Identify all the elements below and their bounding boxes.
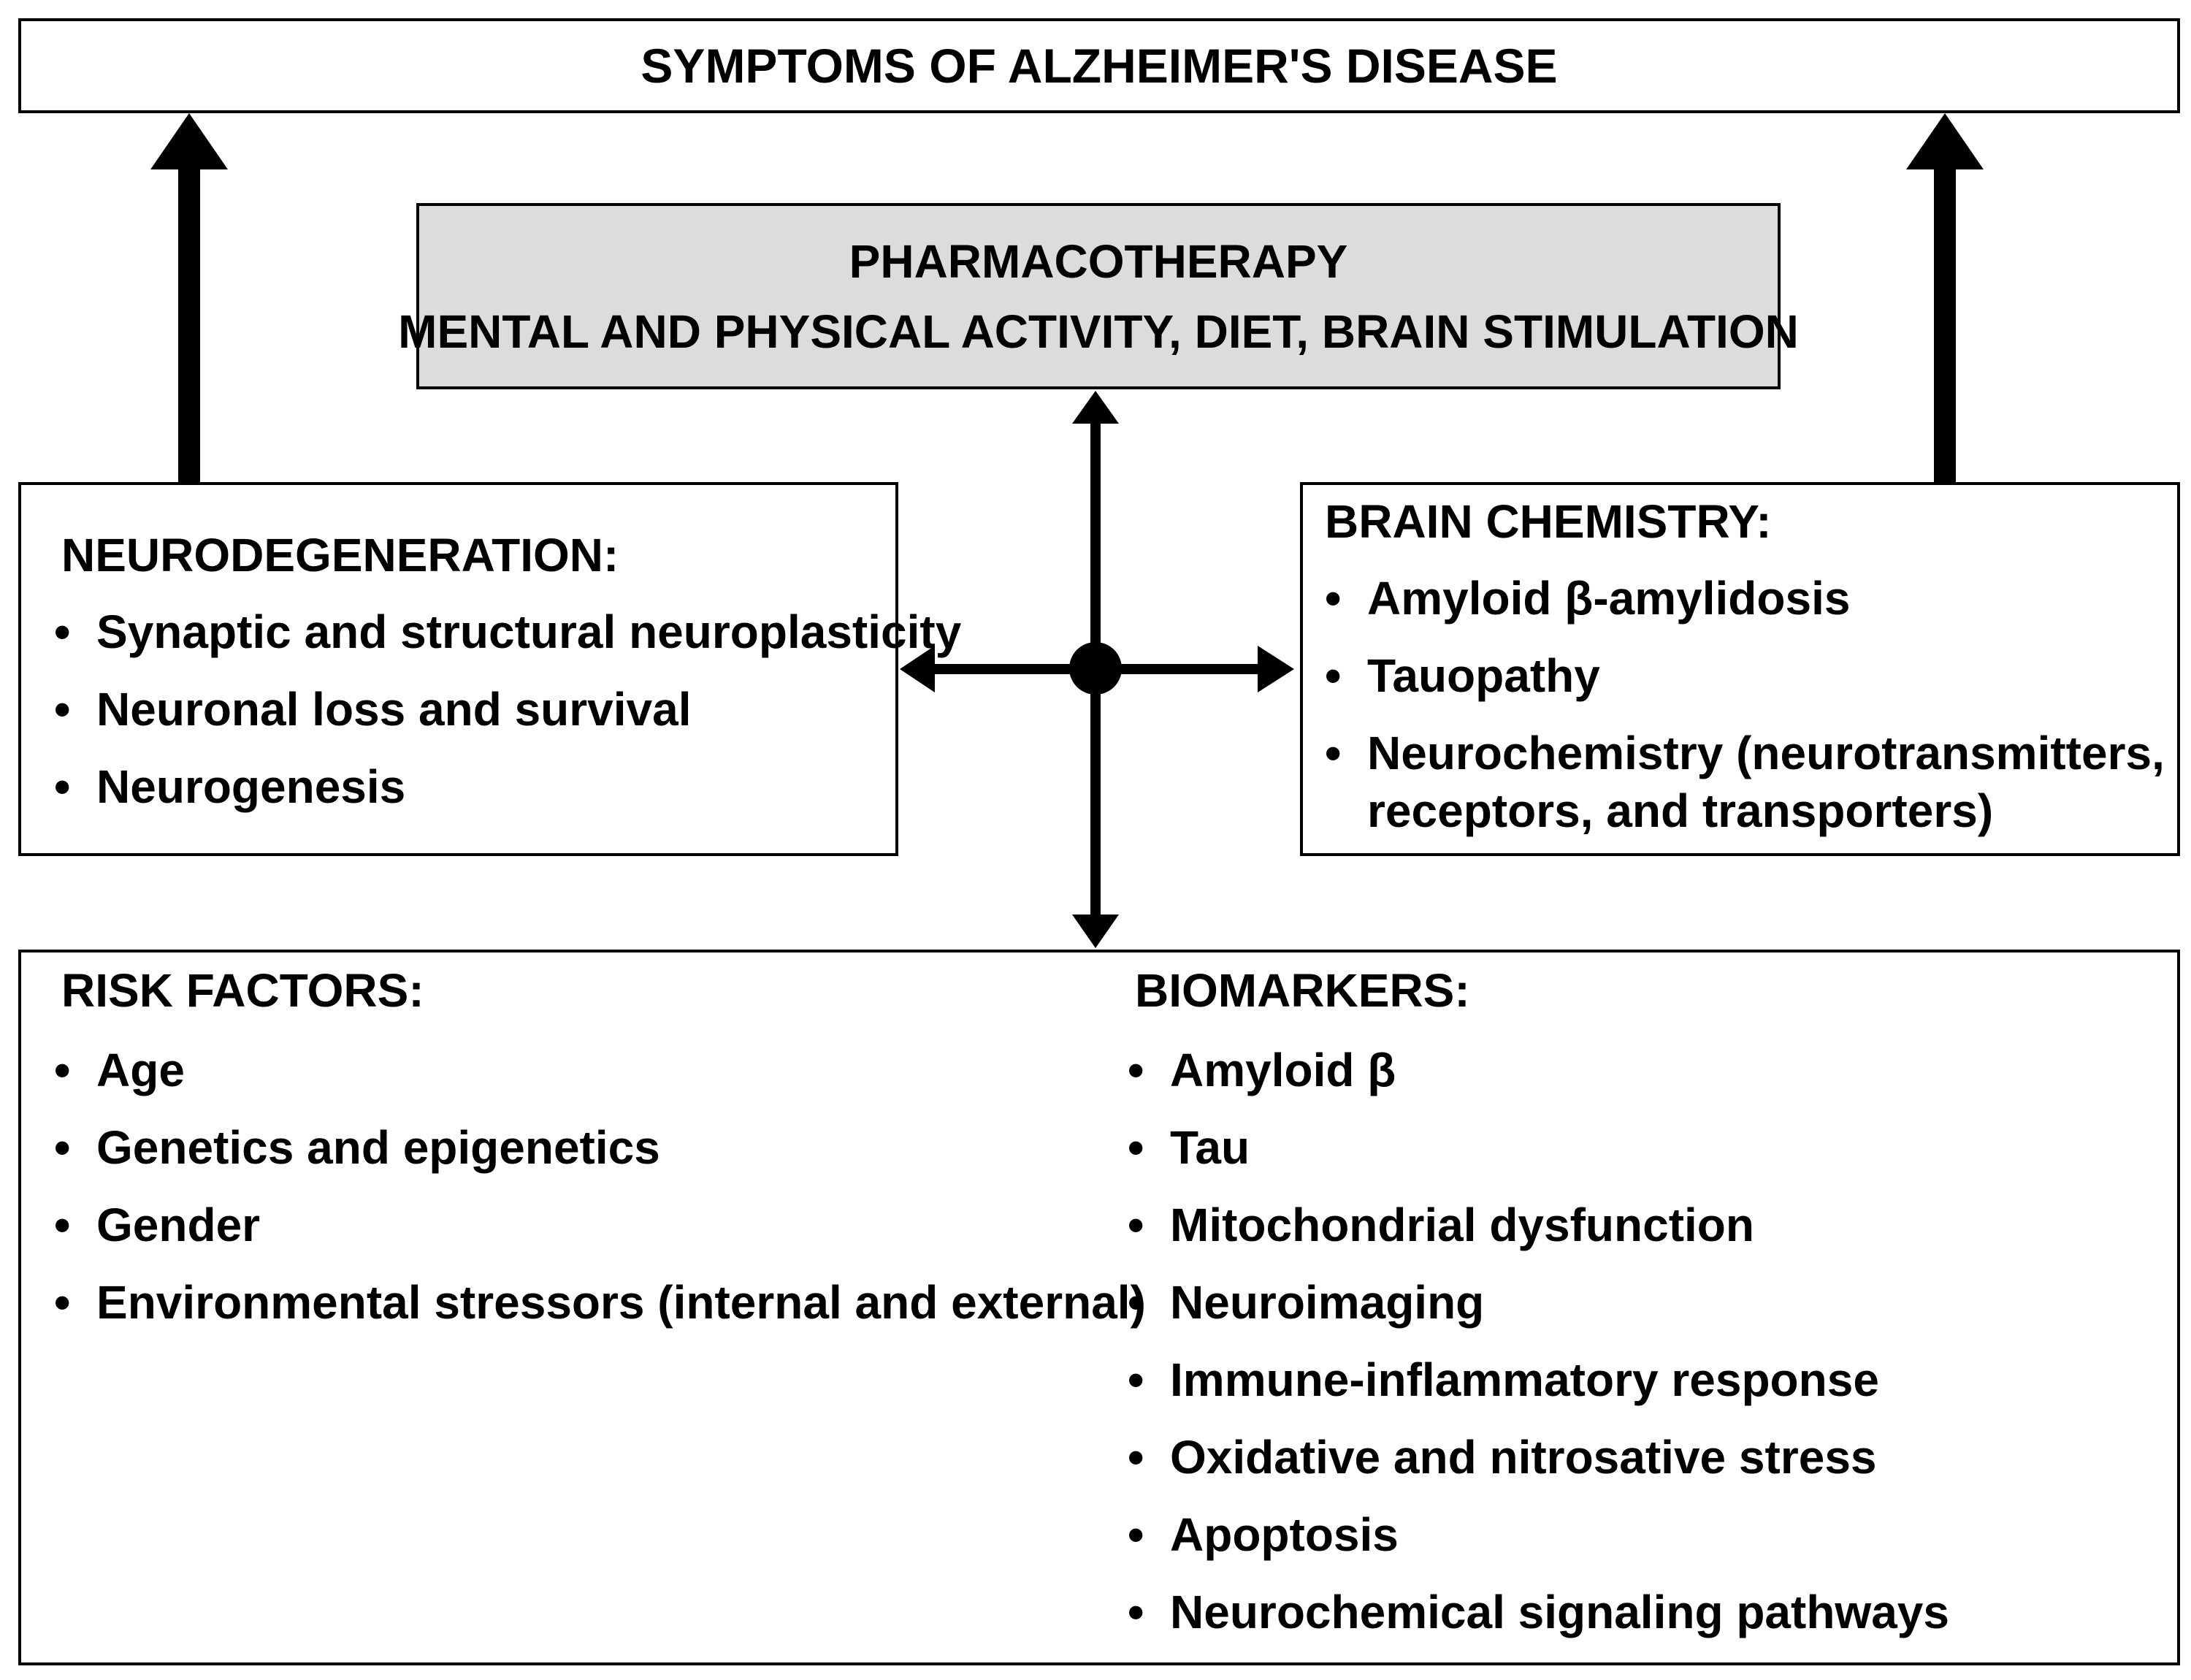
list-item: • Age <box>43 1031 1146 1109</box>
down-arrowhead-icon <box>1072 915 1119 948</box>
list-item-text: Tau <box>1170 1121 1250 1174</box>
list-item-text: Neuroimaging <box>1170 1276 1485 1329</box>
risk-factors-heading: RISK FACTORS: <box>61 964 424 1017</box>
list-item: • Amyloid β-amylidosis <box>1325 560 2177 637</box>
risk-factors-column: RISK FACTORS: • Age • Genetics and epigene… <box>43 961 1146 1341</box>
hub-node-icon <box>1069 642 1122 695</box>
bullet-icon: • <box>1325 649 1342 702</box>
up-arrowhead-icon <box>1072 391 1119 424</box>
biomarkers-heading: BIOMARKERS: <box>1135 964 1470 1017</box>
right-up-arrowhead-icon <box>1906 113 1984 169</box>
diagram-title: SYMPTOMS OF ALZHEIMER'S DISEASE <box>641 39 1558 93</box>
interventions-line-2: MENTAL AND PHYSICAL ACTIVITY, DIET, BRAI… <box>398 305 1799 358</box>
bullet-icon: • <box>54 683 71 736</box>
right-arrowhead-icon <box>1258 646 1294 692</box>
bullet-icon: • <box>1325 727 1342 779</box>
neurodegeneration-box: NEURODEGENERATION: • Synaptic and structu… <box>18 482 961 856</box>
list-item: • Mitochondrial dysfunction <box>1117 1186 1949 1264</box>
bullet-icon: • <box>1128 1044 1144 1096</box>
list-item-text: Apoptosis <box>1170 1508 1399 1561</box>
list-item: • Immune-inflammatory response <box>1117 1341 1949 1419</box>
list-item-text: Neuronal loss and survival <box>96 683 692 736</box>
risk-and-biomarkers-box: RISK FACTORS: • Age • Genetics and epigene… <box>18 950 2180 1665</box>
list-item: • Neuroimaging <box>1117 1264 1949 1341</box>
list-item: • Neurogenesis <box>43 748 895 825</box>
list-item: • Oxidative and nitrosative stress <box>1117 1419 1949 1496</box>
list-item: • Genetics and epigenetics <box>43 1109 1146 1186</box>
list-item-text: Amyloid β-amylidosis <box>1367 572 1851 625</box>
left-up-arrow-shaft <box>178 164 200 484</box>
list-item: • Neurochemistry (neurotransmitters, <box>1325 714 2177 792</box>
bullet-icon: • <box>1325 572 1342 625</box>
symptoms-title-box: SYMPTOMS OF ALZHEIMER'S DISEASE <box>18 18 2180 113</box>
list-item: • Apoptosis <box>1117 1496 1949 1573</box>
left-up-arrowhead-icon <box>150 113 228 169</box>
bullet-icon: • <box>1128 1586 1144 1638</box>
list-item-continuation: receptors, and transporters) <box>1367 784 1994 837</box>
list-item: • Synaptic and structural neuroplasticity <box>43 593 961 671</box>
bullet-icon: • <box>54 1276 71 1329</box>
bullet-icon: • <box>1128 1431 1144 1484</box>
list-item-text: Gender <box>96 1199 261 1251</box>
interventions-line-1: PHARMACOTHERAPY <box>849 234 1348 288</box>
bullet-icon: • <box>54 1121 71 1174</box>
list-item-text: Amyloid β <box>1170 1044 1396 1096</box>
brain-chemistry-heading: BRAIN CHEMISTRY: <box>1325 495 1772 548</box>
list-item-text: Genetics and epigenetics <box>96 1121 660 1174</box>
neurodegeneration-heading: NEURODEGENERATION: <box>61 529 619 581</box>
list-item-text: Age <box>96 1044 185 1096</box>
list-item-text: Oxidative and nitrosative stress <box>1170 1431 1877 1484</box>
biomarkers-column: BIOMARKERS: • Amyloid β • Tau • Mitochondri… <box>1117 961 1949 1651</box>
list-item: • Neurochemical signaling pathways <box>1117 1573 1949 1651</box>
bullet-icon: • <box>1128 1199 1144 1251</box>
left-arrowhead-icon <box>900 646 935 692</box>
list-item-text: Neurochemical signaling pathways <box>1170 1586 1949 1638</box>
list-item-text: Tauopathy <box>1367 649 1600 702</box>
list-item: • Gender <box>43 1186 1146 1264</box>
brain-chemistry-box: BRAIN CHEMISTRY: • Amyloid β-amylidosis •… <box>1300 482 2180 856</box>
list-item: •Environmental stressors (internal and e… <box>43 1264 1146 1341</box>
interventions-box: PHARMACOTHERAPY MENTAL AND PHYSICAL ACTI… <box>398 203 1799 389</box>
list-item-text: Neurogenesis <box>96 760 406 813</box>
list-item-text: Immune-inflammatory response <box>1170 1353 1879 1406</box>
list-item: • Tau <box>1117 1109 1949 1186</box>
bullet-icon: • <box>1128 1121 1144 1174</box>
list-item: • Tauopathy <box>1325 637 2177 714</box>
bullet-icon: • <box>1128 1353 1144 1406</box>
bullet-icon: • <box>1128 1508 1144 1561</box>
list-item-text: Neurochemistry (neurotransmitters, <box>1367 727 2165 779</box>
list-item-text: Synaptic and structural neuroplasticity <box>96 606 962 658</box>
bullet-icon: • <box>54 606 71 658</box>
bullet-icon: • <box>54 1199 71 1251</box>
bullet-icon: • <box>54 1044 71 1096</box>
bullet-icon: • <box>54 760 71 813</box>
right-up-arrow-shaft <box>1934 164 1956 484</box>
list-item-text: Mitochondrial dysfunction <box>1170 1199 1754 1251</box>
list-item: • Neuronal loss and survival <box>43 671 895 748</box>
list-item: • Amyloid β <box>1117 1031 1949 1109</box>
list-item-text: Environmental stressors (internal and ex… <box>96 1276 1146 1329</box>
bullet-icon: • <box>1128 1276 1144 1329</box>
